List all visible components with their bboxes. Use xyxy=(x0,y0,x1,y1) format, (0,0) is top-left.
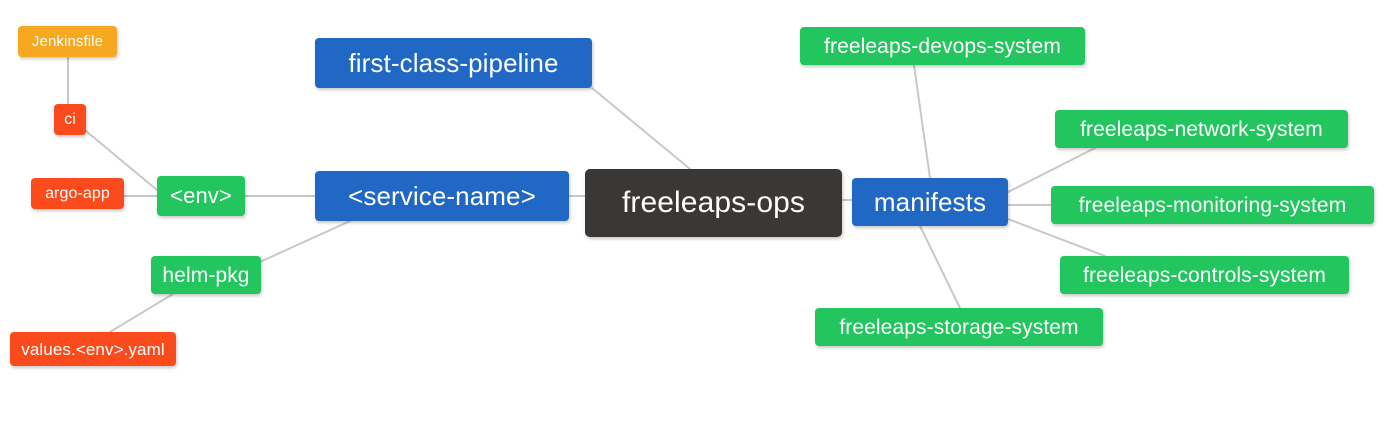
node-label: freeleaps-controls-system xyxy=(1083,263,1326,287)
edge-manifests-to-freeleaps-devops-system xyxy=(913,64,931,179)
node-ci[interactable]: ci xyxy=(54,104,86,135)
node-values-env-yaml[interactable]: values.<env>.yaml xyxy=(10,332,176,366)
edge-helm-pkg-to-values-env-yaml xyxy=(109,293,174,333)
node-label: argo-app xyxy=(45,184,110,202)
node-label: <service-name> xyxy=(348,181,536,211)
node-label: freeleaps-ops xyxy=(621,186,806,219)
node-label: <env> xyxy=(170,183,232,208)
node-first-class-pipeline[interactable]: first-class-pipeline xyxy=(315,38,592,88)
node-env[interactable]: <env> xyxy=(157,176,245,216)
node-label: values.<env>.yaml xyxy=(21,339,165,359)
node-freeleaps-network-system[interactable]: freeleaps-network-system xyxy=(1055,110,1348,148)
edge-freeleaps-ops-to-first-class-pipeline xyxy=(591,87,691,170)
node-label: manifests xyxy=(873,187,987,217)
node-freeleaps-monitoring-system[interactable]: freeleaps-monitoring-system xyxy=(1051,186,1374,224)
node-service-name[interactable]: <service-name> xyxy=(315,171,569,221)
node-label: helm-pkg xyxy=(162,263,250,287)
node-label: freeleaps-devops-system xyxy=(824,34,1061,58)
node-freeleaps-ops[interactable]: freeleaps-ops xyxy=(585,169,842,237)
node-label: Jenkinsfile xyxy=(31,33,104,50)
node-label: freeleaps-network-system xyxy=(1080,117,1323,141)
node-label: ci xyxy=(64,110,76,128)
node-freeleaps-storage-system[interactable]: freeleaps-storage-system xyxy=(815,308,1103,346)
edge-manifests-to-freeleaps-controls-system xyxy=(1007,218,1106,257)
node-freeleaps-devops-system[interactable]: freeleaps-devops-system xyxy=(800,27,1085,65)
node-freeleaps-controls-system[interactable]: freeleaps-controls-system xyxy=(1060,256,1349,294)
node-label: first-class-pipeline xyxy=(348,48,559,78)
node-argo-app[interactable]: argo-app xyxy=(31,178,124,209)
edge-manifests-to-freeleaps-storage-system xyxy=(919,225,961,309)
node-label: freeleaps-storage-system xyxy=(839,315,1079,339)
node-label: freeleaps-monitoring-system xyxy=(1078,193,1347,217)
node-helm-pkg[interactable]: helm-pkg xyxy=(151,256,261,294)
node-manifests[interactable]: manifests xyxy=(852,178,1008,226)
node-jenkinsfile[interactable]: Jenkinsfile xyxy=(18,26,117,57)
